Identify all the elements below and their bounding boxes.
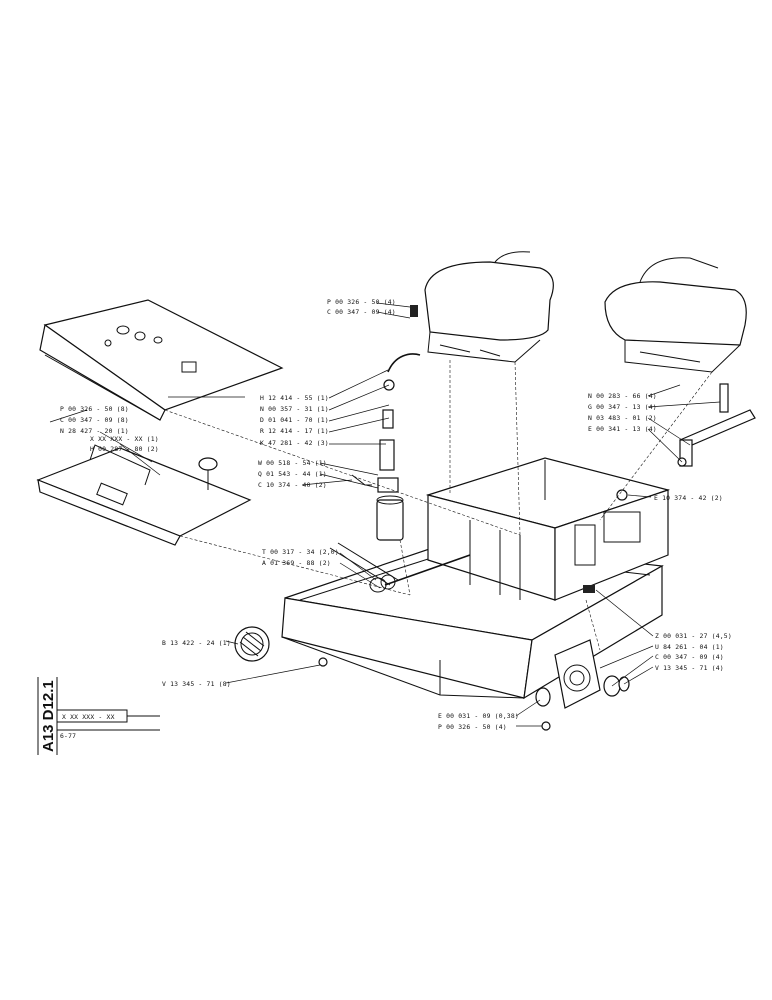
callout-c16: N 00 283 - 66 (4) [588, 392, 657, 400]
callout-c06: R 12 414 - 17 (1) [260, 427, 329, 435]
callout-c17: G 00 347 - 13 (4) [588, 403, 657, 411]
callout-c12: C 00 347 - 09 (8) [60, 416, 129, 424]
callout-c10: C 10 374 - 40 (2) [258, 481, 327, 489]
callout-c13: N 28 427 - 20 (1) [60, 427, 129, 435]
callout-c05: D 01 041 - 70 (1) [260, 416, 329, 424]
callout-c11: P 00 326 - 50 (8) [60, 405, 129, 413]
callout-c03: H 12 414 - 55 (1) [260, 394, 329, 402]
cover-plate [39, 299, 284, 421]
center-valve-stack [351, 353, 421, 541]
callout-c29: E 00 031 - 09 (0,38) [438, 712, 519, 720]
callout-c30: P 00 326 - 50 (4) [438, 723, 507, 731]
callout-c19: E 00 341 - 13 (4) [588, 425, 657, 433]
callout-c24: U 84 261 - 04 (1) [655, 643, 724, 651]
callout-c01: P 00 326 - 50 (4) [327, 298, 396, 306]
callout-c28: V 13 345 - 71 (8) [162, 680, 231, 688]
callout-labels: P 00 326 - 50 (4) C 00 347 - 09 (4) H 12… [60, 298, 732, 731]
seat-right [604, 257, 747, 373]
control-box [425, 457, 671, 601]
callout-c09: Q 01 543 - 44 (1) [258, 470, 327, 478]
callout-c14: X XX XXX - XX (1) [90, 435, 159, 443]
drawing-code: A13 D12.1 [40, 680, 57, 752]
callout-c23: Z 00 031 - 27 (4,5) [655, 632, 732, 640]
callout-c26: V 13 345 - 71 (4) [655, 664, 724, 672]
right-bracket [616, 383, 756, 501]
callout-c21: T 00 317 - 34 (2,0) [262, 548, 339, 556]
callout-c04: N 00 357 - 31 (1) [260, 405, 329, 413]
drawing-date: 6-77 [60, 732, 76, 740]
assembly-paths [164, 360, 713, 651]
leader-lines [49, 302, 721, 727]
seat-left [410, 251, 554, 363]
callout-c02: C 00 347 - 09 (4) [327, 308, 396, 316]
lower-right-fitting [535, 639, 630, 731]
callout-c08: W 00 518 - 54 (1) [258, 459, 327, 467]
callout-c27: B 13 422 - 24 (1) [162, 639, 231, 647]
callout-c15: H 00 287 - 80 (2) [90, 445, 159, 453]
callout-c18: N 03 483 - 01 (2) [588, 414, 657, 422]
callout-c25: C 00 347 - 09 (4) [655, 653, 724, 661]
title-block: A13 D12.1 X XX XXX - XX 6-77 [37, 677, 160, 755]
callout-c20: E 10 374 - 42 (2) [654, 494, 723, 502]
callout-c07: K 47 281 - 42 (3) [260, 439, 329, 447]
lower-plate [36, 444, 252, 546]
part-number: X XX XXX - XX [62, 713, 115, 721]
callout-c22: A 01 369 - 88 (2) [262, 559, 331, 567]
air-grill [234, 626, 328, 667]
